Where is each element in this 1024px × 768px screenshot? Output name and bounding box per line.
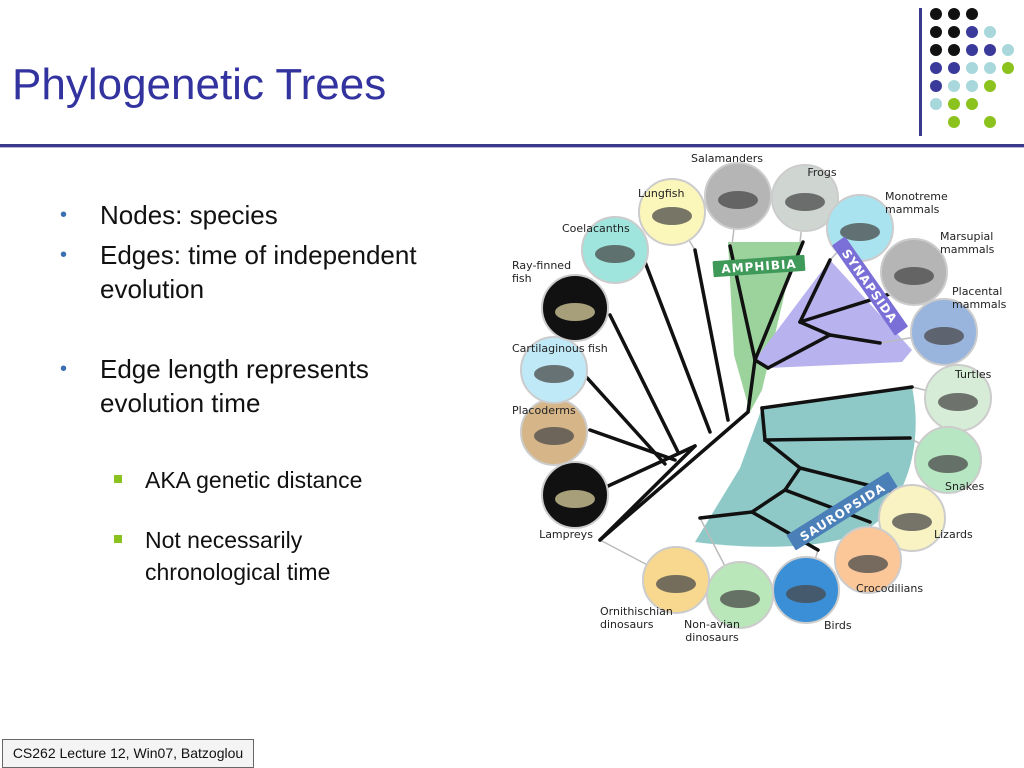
bullet-item: • Edges: time of independent evolution [58, 238, 478, 306]
decorative-dot [948, 116, 960, 128]
decorative-dot [966, 80, 978, 92]
decorative-dot [948, 8, 960, 20]
sub-bullet-text: Not necessarily chronological time [145, 527, 331, 585]
decorative-dot [930, 62, 942, 74]
tree-edge [698, 510, 754, 520]
coelacanth-icon [581, 216, 649, 284]
decorative-dot [1002, 44, 1014, 56]
turtle-icon [924, 364, 992, 432]
decorative-dot [930, 80, 942, 92]
taxon-label: Frogs [807, 166, 837, 179]
taxon-label: Placoderms [512, 404, 576, 417]
frog-icon [771, 164, 839, 232]
bullet-marker: • [60, 358, 68, 380]
decorative-dot [948, 62, 960, 74]
bullet-item: • Nodes: species [58, 198, 478, 232]
decorative-dot [984, 26, 996, 38]
dinosaur-skeleton-icon [642, 546, 710, 614]
pelican-icon [772, 556, 840, 624]
clade-label: AMPHIBIA [712, 254, 806, 278]
title-rule [0, 144, 1024, 147]
taxon-label: Crocodilians [856, 582, 923, 595]
decorative-dot [984, 44, 996, 56]
decorative-dot [930, 44, 942, 56]
taxon-label: Cartilaginous fish [512, 342, 608, 355]
decorative-dot [966, 98, 978, 110]
taxon-label: Coelacanths [562, 222, 630, 235]
taxon-label: Snakes [945, 480, 984, 493]
decorative-dot [984, 80, 996, 92]
deer-icon [910, 298, 978, 366]
decorative-dot [948, 44, 960, 56]
bullet-item: • Edge length represents evolution time [58, 352, 478, 420]
slide-title: Phylogenetic Trees [12, 60, 387, 109]
decorative-vertical-line [919, 8, 922, 136]
bullet-list: • Nodes: species • Edges: time of independ… [58, 198, 478, 588]
tree-edge [760, 385, 914, 410]
decorative-dot [930, 26, 942, 38]
decorative-dot [966, 8, 978, 20]
tree-edge [643, 260, 712, 434]
sub-bullet-item: AKA genetic distance [58, 464, 478, 496]
lungfish-icon [638, 178, 706, 246]
sub-bullet-item: Not necessarily chronological time [58, 524, 385, 588]
snake-icon [914, 426, 982, 494]
tree-edge [598, 444, 697, 542]
bullet-text: Edges: time of independent evolution [100, 240, 417, 304]
placoderm-icon [520, 398, 588, 466]
tree-edge [598, 410, 750, 542]
bullet-marker: • [60, 204, 68, 226]
bullet-marker: • [60, 244, 68, 266]
bullet-text: Nodes: species [100, 200, 278, 230]
opossum-icon [880, 238, 948, 306]
salamander-icon [704, 162, 772, 230]
taxon-label: Birds [824, 619, 852, 632]
decorative-dot [984, 116, 996, 128]
tree-edge [693, 248, 730, 422]
decorative-dot [984, 62, 996, 74]
tree-edge [798, 258, 832, 324]
decorative-dot [966, 44, 978, 56]
tree-edge [588, 428, 677, 462]
decorative-dot [966, 62, 978, 74]
taxon-label: Lampreys [539, 528, 593, 541]
tree-edge [798, 320, 832, 337]
taxon-label: Lungfish [638, 187, 685, 200]
sub-bullet-marker [114, 475, 122, 483]
decorative-dot [948, 98, 960, 110]
shark-icon [520, 336, 588, 404]
crocodile-icon [834, 526, 902, 594]
svg-text:AMPHIBIA: AMPHIBIA [721, 257, 797, 276]
decorative-dot [930, 8, 942, 20]
footer-text: CS262 Lecture 12, Win07, Batzoglou [2, 739, 254, 768]
bullet-text: Edge length represents evolution time [100, 354, 369, 418]
lamprey-icon [541, 461, 609, 529]
taxon-label: Lizards [934, 528, 973, 541]
decorative-dot [930, 98, 942, 110]
sub-bullet-text: AKA genetic distance [145, 467, 363, 493]
fish-icon [541, 274, 609, 342]
dinosaur-skull-icon [706, 561, 774, 629]
decorative-dot [966, 26, 978, 38]
taxon-label: Turtles [954, 368, 992, 381]
lizard-icon [878, 484, 946, 552]
decorative-dot [1002, 62, 1014, 74]
sub-bullet-marker [114, 535, 122, 543]
tree-edge [578, 368, 667, 466]
decorative-dot [948, 26, 960, 38]
decorative-dot [948, 80, 960, 92]
tree-edge [608, 313, 680, 454]
title-rule-shadow [0, 147, 1024, 148]
taxon-label: Salamanders [691, 152, 763, 165]
